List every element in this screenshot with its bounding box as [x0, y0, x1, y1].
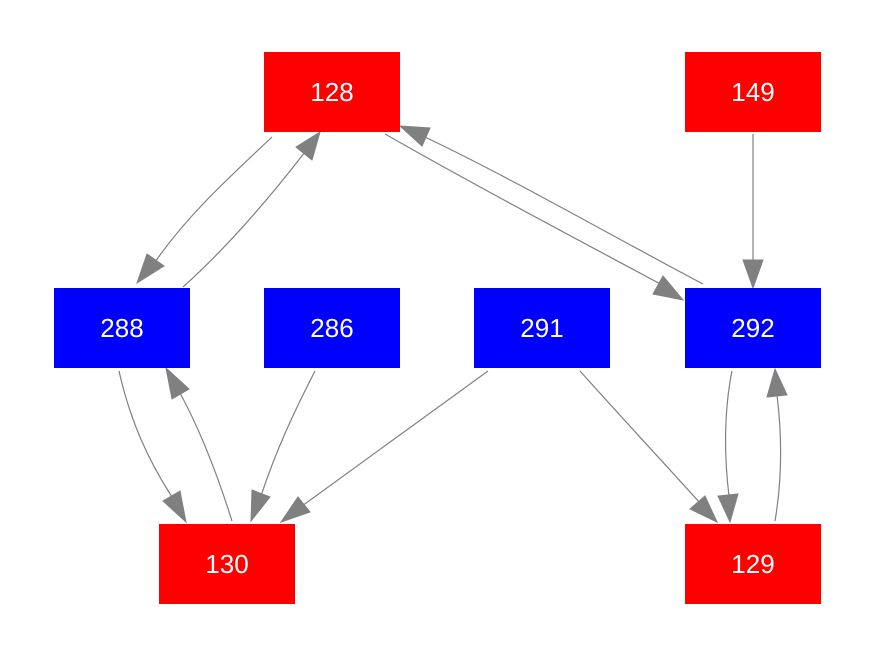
arrow-head — [250, 489, 271, 523]
nodes: 128 149 288 286 291 292 130 129 — [54, 52, 821, 604]
arrow-head — [165, 366, 190, 400]
arrow-head — [136, 253, 165, 285]
edge-line — [384, 133, 665, 287]
node-label: 286 — [310, 313, 353, 343]
edge-line — [774, 394, 782, 522]
node-286[interactable]: 286 — [264, 288, 400, 368]
edge-149-to-292 — [742, 134, 764, 290]
edge-291-to-129 — [579, 370, 719, 524]
node-box[interactable] — [264, 288, 400, 368]
node-box[interactable] — [685, 52, 821, 132]
edge-line — [424, 136, 704, 285]
arrow-head — [689, 495, 719, 524]
arrow-head — [279, 496, 311, 523]
edge-line — [179, 392, 233, 522]
arrow-head — [295, 130, 321, 161]
node-label: 292 — [731, 313, 774, 343]
arrow-head — [742, 259, 764, 290]
edge-128-to-288 — [136, 136, 273, 285]
node-label: 149 — [731, 77, 774, 107]
node-box[interactable] — [474, 288, 610, 368]
node-label: 130 — [205, 549, 248, 579]
arrow-head — [162, 490, 187, 524]
edge-line — [579, 370, 701, 504]
edge-128-to-292 — [384, 133, 685, 301]
edge-130-to-288 — [165, 366, 233, 522]
node-box[interactable] — [685, 288, 821, 368]
edge-286-to-130 — [250, 370, 316, 523]
node-291[interactable]: 291 — [474, 288, 610, 368]
arrow-head — [717, 493, 739, 524]
node-box[interactable] — [264, 52, 400, 132]
edge-line — [260, 370, 316, 497]
arrow-head — [766, 367, 788, 398]
edge-line — [118, 370, 173, 498]
node-292[interactable]: 292 — [685, 288, 821, 368]
node-label: 128 — [310, 77, 353, 107]
edges — [118, 125, 788, 524]
node-label: 291 — [520, 313, 563, 343]
node-130[interactable]: 130 — [159, 524, 295, 604]
node-box[interactable] — [685, 524, 821, 604]
edge-line — [301, 370, 489, 507]
edge-129-to-292 — [766, 367, 788, 522]
node-label: 129 — [731, 549, 774, 579]
edge-288-to-128 — [182, 130, 321, 288]
edge-292-to-128 — [398, 125, 704, 285]
node-129[interactable]: 129 — [685, 524, 821, 604]
node-149[interactable]: 149 — [685, 52, 821, 132]
edge-291-to-130 — [279, 370, 489, 523]
arrow-head — [398, 125, 431, 147]
node-label: 288 — [100, 313, 143, 343]
node-288[interactable]: 288 — [54, 288, 190, 368]
edge-line — [154, 136, 273, 263]
edge-line — [182, 151, 306, 288]
node-128[interactable]: 128 — [264, 52, 400, 132]
node-box[interactable] — [159, 524, 295, 604]
arrow-head — [652, 275, 685, 301]
edge-292-to-129 — [717, 370, 739, 524]
node-box[interactable] — [54, 288, 190, 368]
edge-288-to-130 — [118, 370, 187, 524]
edge-line — [724, 370, 733, 497]
